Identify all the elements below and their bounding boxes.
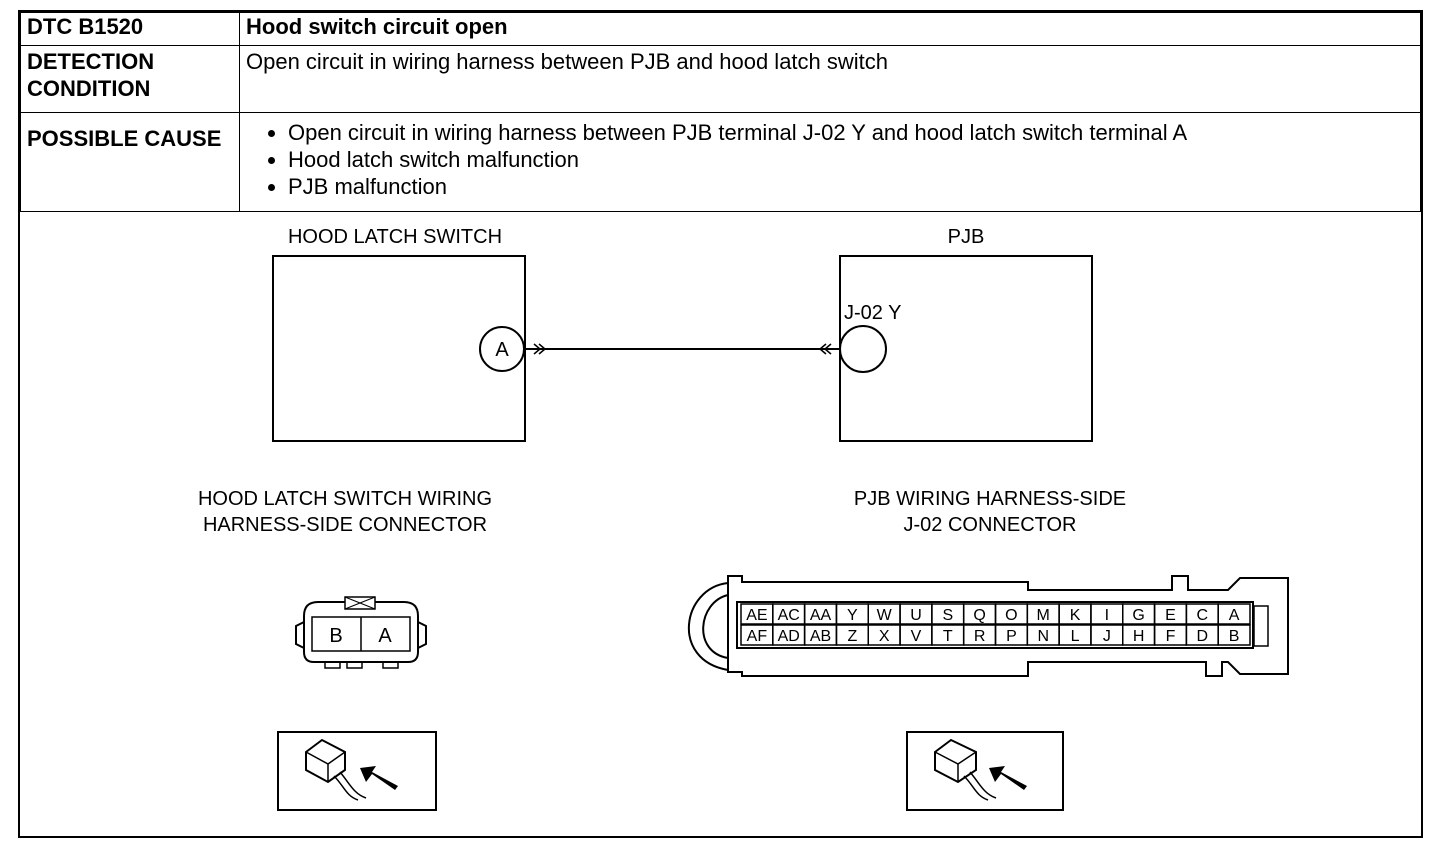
pjb-pin-label: U	[910, 607, 922, 624]
switch-connector: B A	[295, 596, 427, 669]
pjb-pin-label: T	[943, 628, 953, 645]
pjb-pin-label: C	[1197, 607, 1209, 624]
pjb-pin-label: S	[942, 607, 953, 624]
pjb-pin-label: G	[1132, 607, 1144, 624]
pjb-connector-title: PJB WIRING HARNESS-SIDE	[854, 488, 1126, 510]
switch-terminal	[479, 326, 525, 372]
cause-row: POSSIBLE CAUSE Open circuit in wiring ha…	[20, 112, 1421, 212]
pjb-pin-label: AD	[778, 628, 800, 645]
pjb-pin-label: I	[1105, 607, 1109, 624]
dtc-row: DTC B1520 Hood switch circuit open	[20, 12, 1421, 46]
cause-cell: Open circuit in wiring harness between P…	[239, 112, 1421, 212]
pjb-pin-label: K	[1070, 607, 1081, 624]
pjb-view-icon	[906, 731, 1064, 811]
pjb-pin-label: H	[1133, 628, 1145, 645]
pjb-pin-label: Y	[847, 607, 858, 624]
pjb-pin-label: F	[1166, 628, 1176, 645]
pjb-pin-label: E	[1165, 607, 1176, 624]
cause-label: POSSIBLE CAUSE	[20, 112, 240, 212]
pjb-title: PJB	[948, 226, 985, 248]
detection-text: Open circuit in wiring harness between P…	[239, 45, 1421, 113]
pjb-pin-label: W	[877, 607, 893, 624]
connector-pin: B	[329, 625, 342, 647]
pjb-pin-label: J	[1103, 628, 1111, 645]
detection-label: DETECTION CONDITION	[20, 45, 240, 113]
pjb-pin-label: M	[1037, 607, 1050, 624]
pjb-pin-label: AB	[810, 628, 831, 645]
cause-item: Open circuit in wiring harness between P…	[288, 119, 1414, 146]
pjb-pin-label: AA	[810, 607, 832, 624]
harness-wire	[525, 343, 840, 355]
switch-terminal-label: A	[495, 339, 509, 361]
pjb-pin-cell	[1217, 624, 1251, 646]
pjb-pin-label: P	[1006, 628, 1017, 645]
dtc-info-table: DTC B1520 Hood switch circuit open DETEC…	[20, 12, 1421, 212]
detection-row: DETECTION CONDITION Open circuit in wiri…	[20, 45, 1421, 113]
pjb-pin-label: Q	[973, 607, 985, 624]
pjb-pin-label: B	[1229, 628, 1240, 645]
pjb-pin-label: N	[1037, 628, 1049, 645]
connector-pin: A	[378, 625, 392, 647]
pjb-pin-label: A	[1229, 607, 1240, 624]
pjb-pin-label: D	[1197, 628, 1209, 645]
pjb-pin-label: L	[1071, 628, 1080, 645]
pjb-pin-label: O	[1005, 607, 1017, 624]
switch-connector-title: HOOD LATCH SWITCH WIRING	[198, 488, 492, 510]
pjb-connector-title: J-02 CONNECTOR	[904, 514, 1077, 536]
pjb-terminal	[839, 325, 887, 373]
switch-connector-title: HARNESS-SIDE CONNECTOR	[203, 514, 487, 536]
cause-list: Open circuit in wiring harness between P…	[246, 119, 1414, 200]
pjb-pin-label: AE	[746, 607, 767, 624]
dtc-title: Hood switch circuit open	[239, 12, 1421, 46]
pjb-pin-label: V	[911, 628, 922, 645]
cause-item: PJB malfunction	[288, 173, 1414, 200]
pjb-pin-label: Z	[847, 628, 857, 645]
pjb-pin-label: AF	[747, 628, 768, 645]
cause-item: Hood latch switch malfunction	[288, 146, 1414, 173]
pjb-terminal-label: J-02 Y	[844, 302, 901, 324]
switch-view-icon	[277, 731, 437, 811]
pjb-pin-label: AC	[778, 607, 800, 624]
switch-title: HOOD LATCH SWITCH	[288, 226, 502, 248]
pjb-pin-cell	[1217, 603, 1251, 625]
pjb-pin-label: X	[879, 628, 890, 645]
pjb-pin-label: R	[974, 628, 986, 645]
dtc-sheet: DTC B1520 Hood switch circuit open DETEC…	[18, 10, 1423, 838]
